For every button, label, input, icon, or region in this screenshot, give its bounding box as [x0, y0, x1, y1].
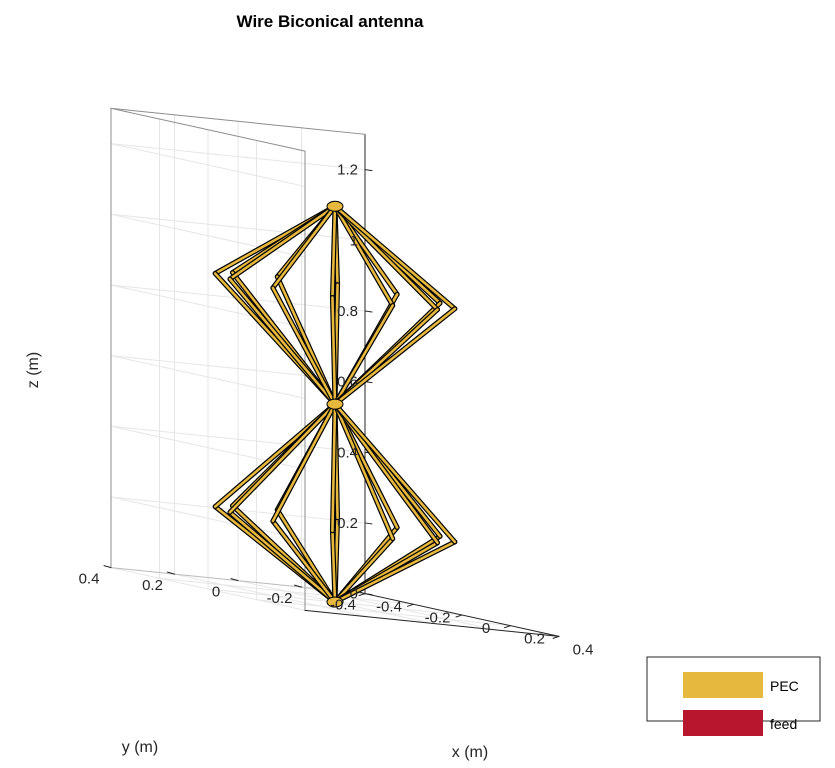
x-tick-mark — [407, 603, 414, 607]
wall-grid-line — [110, 355, 306, 399]
wire-segment — [333, 307, 457, 406]
floor-grid-line — [174, 573, 369, 618]
y-tick-label: -0.4 — [330, 597, 356, 614]
wall-grid-line — [110, 496, 306, 541]
x-tick-mark — [455, 614, 463, 618]
z-tick-label: 0.4 — [337, 444, 358, 461]
x-axis-label: x (m) — [452, 744, 488, 761]
wire-segment — [228, 510, 337, 604]
z-tick-label: 0 — [350, 586, 358, 603]
wire-segment — [228, 402, 337, 514]
z-tick-mark — [364, 522, 373, 525]
wall-grid-line — [110, 425, 306, 470]
box-edge — [110, 107, 366, 135]
z-tick-mark — [364, 169, 373, 172]
wire-segment — [333, 402, 394, 540]
x-tick-mark — [552, 635, 560, 639]
z-tick-label: 0.8 — [337, 303, 358, 320]
y-tick-mark — [167, 571, 175, 575]
z-tick-label: 0.2 — [337, 515, 358, 532]
floor-grid-line — [110, 567, 306, 611]
wire-segment — [331, 402, 337, 533]
feed-disc — [326, 596, 344, 608]
wire-segment — [271, 519, 337, 604]
legend-label-feed: feed — [770, 716, 797, 732]
wire-segment — [228, 277, 337, 406]
y-tick-mark — [230, 578, 239, 582]
wire-segment — [333, 537, 394, 604]
antenna-geometry — [212, 200, 458, 608]
legend: PEC feed — [646, 656, 821, 736]
feed-disc — [326, 398, 344, 410]
box-edge — [110, 107, 306, 152]
z-axis-label: z (m) — [25, 352, 42, 388]
wire-segment — [271, 205, 337, 290]
wall-grid-line — [110, 143, 366, 171]
x-tick-mark — [504, 625, 511, 629]
wire-segment — [333, 304, 394, 406]
y-tick-label: 0 — [212, 584, 220, 601]
legend-swatch-pec — [683, 672, 763, 698]
chart-title: Wire Biconical antenna — [237, 12, 424, 31]
wire-segment — [333, 540, 457, 604]
legend-label-pec: PEC — [770, 678, 799, 694]
wire-segment — [333, 402, 457, 544]
x-tick-label: 0.2 — [524, 631, 545, 648]
z-tick-label: 1 — [350, 232, 358, 249]
x-axis-line — [304, 609, 560, 637]
x-tick-mark — [358, 593, 366, 597]
z-tick-label: 0.6 — [337, 374, 358, 391]
y-tick-mark — [103, 565, 112, 569]
legend-swatch-feed — [683, 710, 763, 736]
wire-segment — [228, 205, 337, 281]
feed-disc — [326, 200, 344, 212]
z-tick-mark — [364, 310, 373, 313]
y-tick-mark — [294, 584, 302, 588]
wall-grid-line — [110, 213, 366, 241]
x-tick-label: -0.4 — [376, 599, 402, 616]
y-tick-label: 0.4 — [79, 571, 100, 588]
wall-grid-line — [110, 425, 366, 453]
wire-segment — [331, 205, 337, 299]
wire-segment — [331, 296, 337, 406]
wall-grid-line — [110, 143, 306, 187]
x-tick-label: -0.2 — [425, 609, 451, 626]
y-axis-label: y (m) — [122, 739, 158, 756]
wire-segment — [333, 205, 457, 311]
x-tick-label: 0 — [482, 620, 490, 637]
wire-segment — [271, 286, 337, 406]
z-tick-mark — [364, 593, 373, 596]
y-tick-label: -0.2 — [267, 590, 293, 607]
wire-segment — [271, 402, 337, 523]
z-tick-label: 1.2 — [337, 162, 358, 179]
wire-segment — [333, 205, 394, 307]
x-tick-label: 0.4 — [573, 641, 594, 658]
wire-segment — [331, 529, 337, 604]
y-tick-label: 0.2 — [142, 577, 163, 594]
